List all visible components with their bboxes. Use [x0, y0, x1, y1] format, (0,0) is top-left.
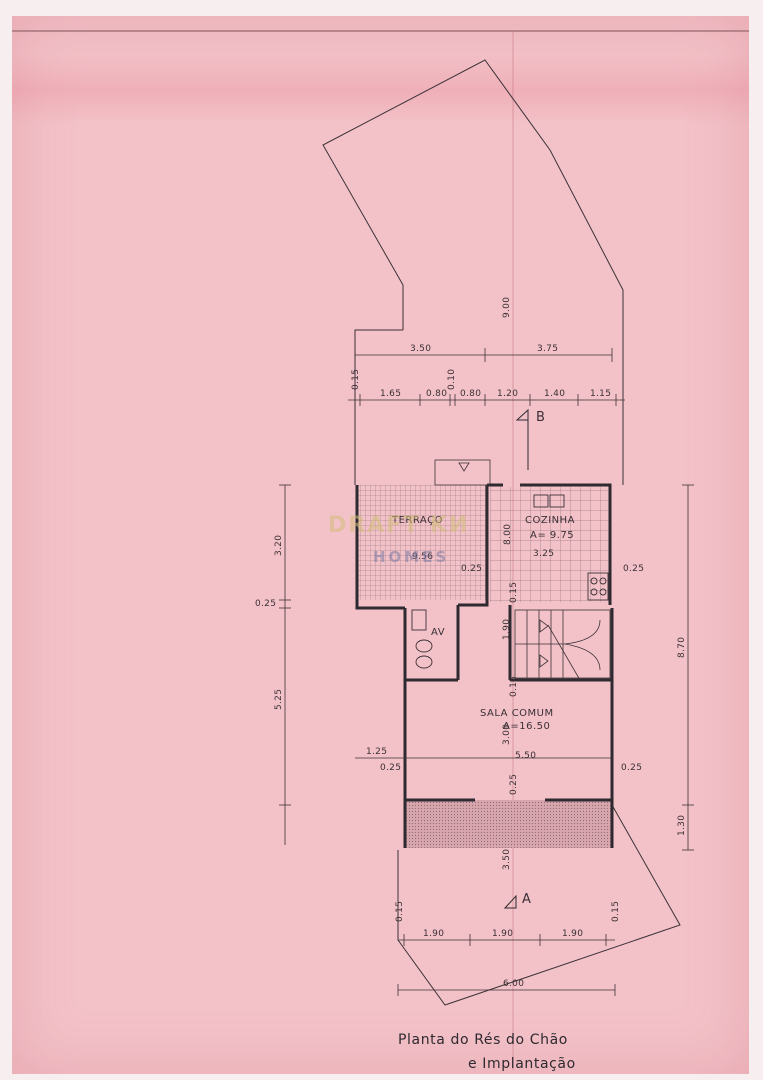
dim-porch-wall: 0.25 — [509, 773, 519, 795]
dim-living-wall-left: 1.25 — [366, 747, 388, 757]
wc-label: AV — [431, 627, 446, 638]
dim-terrace-wall: 0.25 — [461, 564, 483, 574]
dim-bottom-total: 6.00 — [503, 979, 525, 989]
wc-fixtures — [411, 609, 433, 669]
kitchen-area: A= 9.75 — [530, 530, 575, 541]
dim-top-total-right: 3.75 — [537, 344, 559, 354]
dim-kitchen-right: 0.25 — [623, 564, 645, 574]
dim-kitchen-wall: 0.15 — [509, 581, 519, 603]
dim-top-total-left: 3.50 — [410, 344, 432, 354]
section-a-label: A — [522, 892, 532, 907]
dim-bottom-chain-4: 0.15 — [611, 900, 621, 922]
watermark-sub: HOMES — [373, 548, 450, 566]
dim-kitchen-depth: 8.00 — [503, 523, 513, 545]
section-a-marker — [503, 894, 517, 909]
dim-top-chain-0: 0.15 — [351, 368, 361, 390]
site-boundary — [322, 59, 681, 1006]
dim-left-chain-2: 5.25 — [274, 688, 284, 710]
dim-front-depth: 3.50 — [502, 848, 512, 870]
dim-bottom-chain-0: 0.15 — [395, 900, 405, 922]
staircase — [514, 609, 611, 681]
porch-floor — [405, 800, 612, 848]
terrace-floor — [357, 485, 487, 600]
dim-wall-right: 0.25 — [621, 763, 643, 773]
living-room-label: SALA COMUM — [480, 708, 554, 719]
dim-right-chain-1: 1.30 — [677, 814, 687, 836]
dim-left-chain-0: 3.20 — [274, 534, 284, 556]
dim-bottom-chain-1: 1.90 — [423, 929, 445, 939]
dim-bottom-chain-2: 1.90 — [492, 929, 514, 939]
section-b-marker — [515, 408, 529, 470]
terrace-awning — [434, 459, 491, 486]
side-dimensions — [279, 484, 694, 851]
dim-top-chain-3: 0.10 — [447, 368, 457, 390]
bottom-dimensions — [355, 757, 616, 996]
section-b-label: B — [536, 410, 546, 425]
kitchen-label: COZINHA — [525, 515, 575, 526]
terrace-area: 9.56 — [412, 552, 434, 562]
terrace-label: TERRAÇO — [392, 515, 443, 526]
drawing-title-line2: e Implantação — [468, 1056, 576, 1072]
kitchen-fixtures — [533, 494, 609, 601]
dim-living-width: 5.50 — [515, 751, 537, 761]
dim-stair-wall: 0.15 — [509, 675, 519, 697]
dim-top-chain-1: 1.65 — [380, 389, 402, 399]
sheet-edge — [12, 30, 749, 32]
dim-wall-left: 0.25 — [380, 763, 402, 773]
water-stain — [12, 55, 749, 125]
top-dimensions — [348, 348, 625, 406]
kitchen-width: 3.25 — [533, 549, 555, 559]
dim-right-chain-0: 8.70 — [677, 636, 687, 658]
watermark-brand: DRAFT KИ — [328, 513, 470, 538]
dim-top-chain-7: 1.15 — [590, 389, 612, 399]
dim-top-chain-6: 1.40 — [544, 389, 566, 399]
dim-stair-depth: 1.90 — [502, 618, 512, 640]
dim-left-chain-1: 0.25 — [255, 599, 277, 609]
living-room-area: A=16.50 — [503, 721, 551, 732]
dim-top-chain-4: 0.80 — [460, 389, 482, 399]
dim-site-depth: 9.00 — [502, 296, 512, 318]
dim-bottom-chain-3: 1.90 — [562, 929, 584, 939]
dim-top-chain-5: 1.20 — [497, 389, 519, 399]
drawing-title-line1: Planta do Rés do Chão — [398, 1032, 568, 1048]
dim-top-chain-2: 0.80 — [426, 389, 448, 399]
